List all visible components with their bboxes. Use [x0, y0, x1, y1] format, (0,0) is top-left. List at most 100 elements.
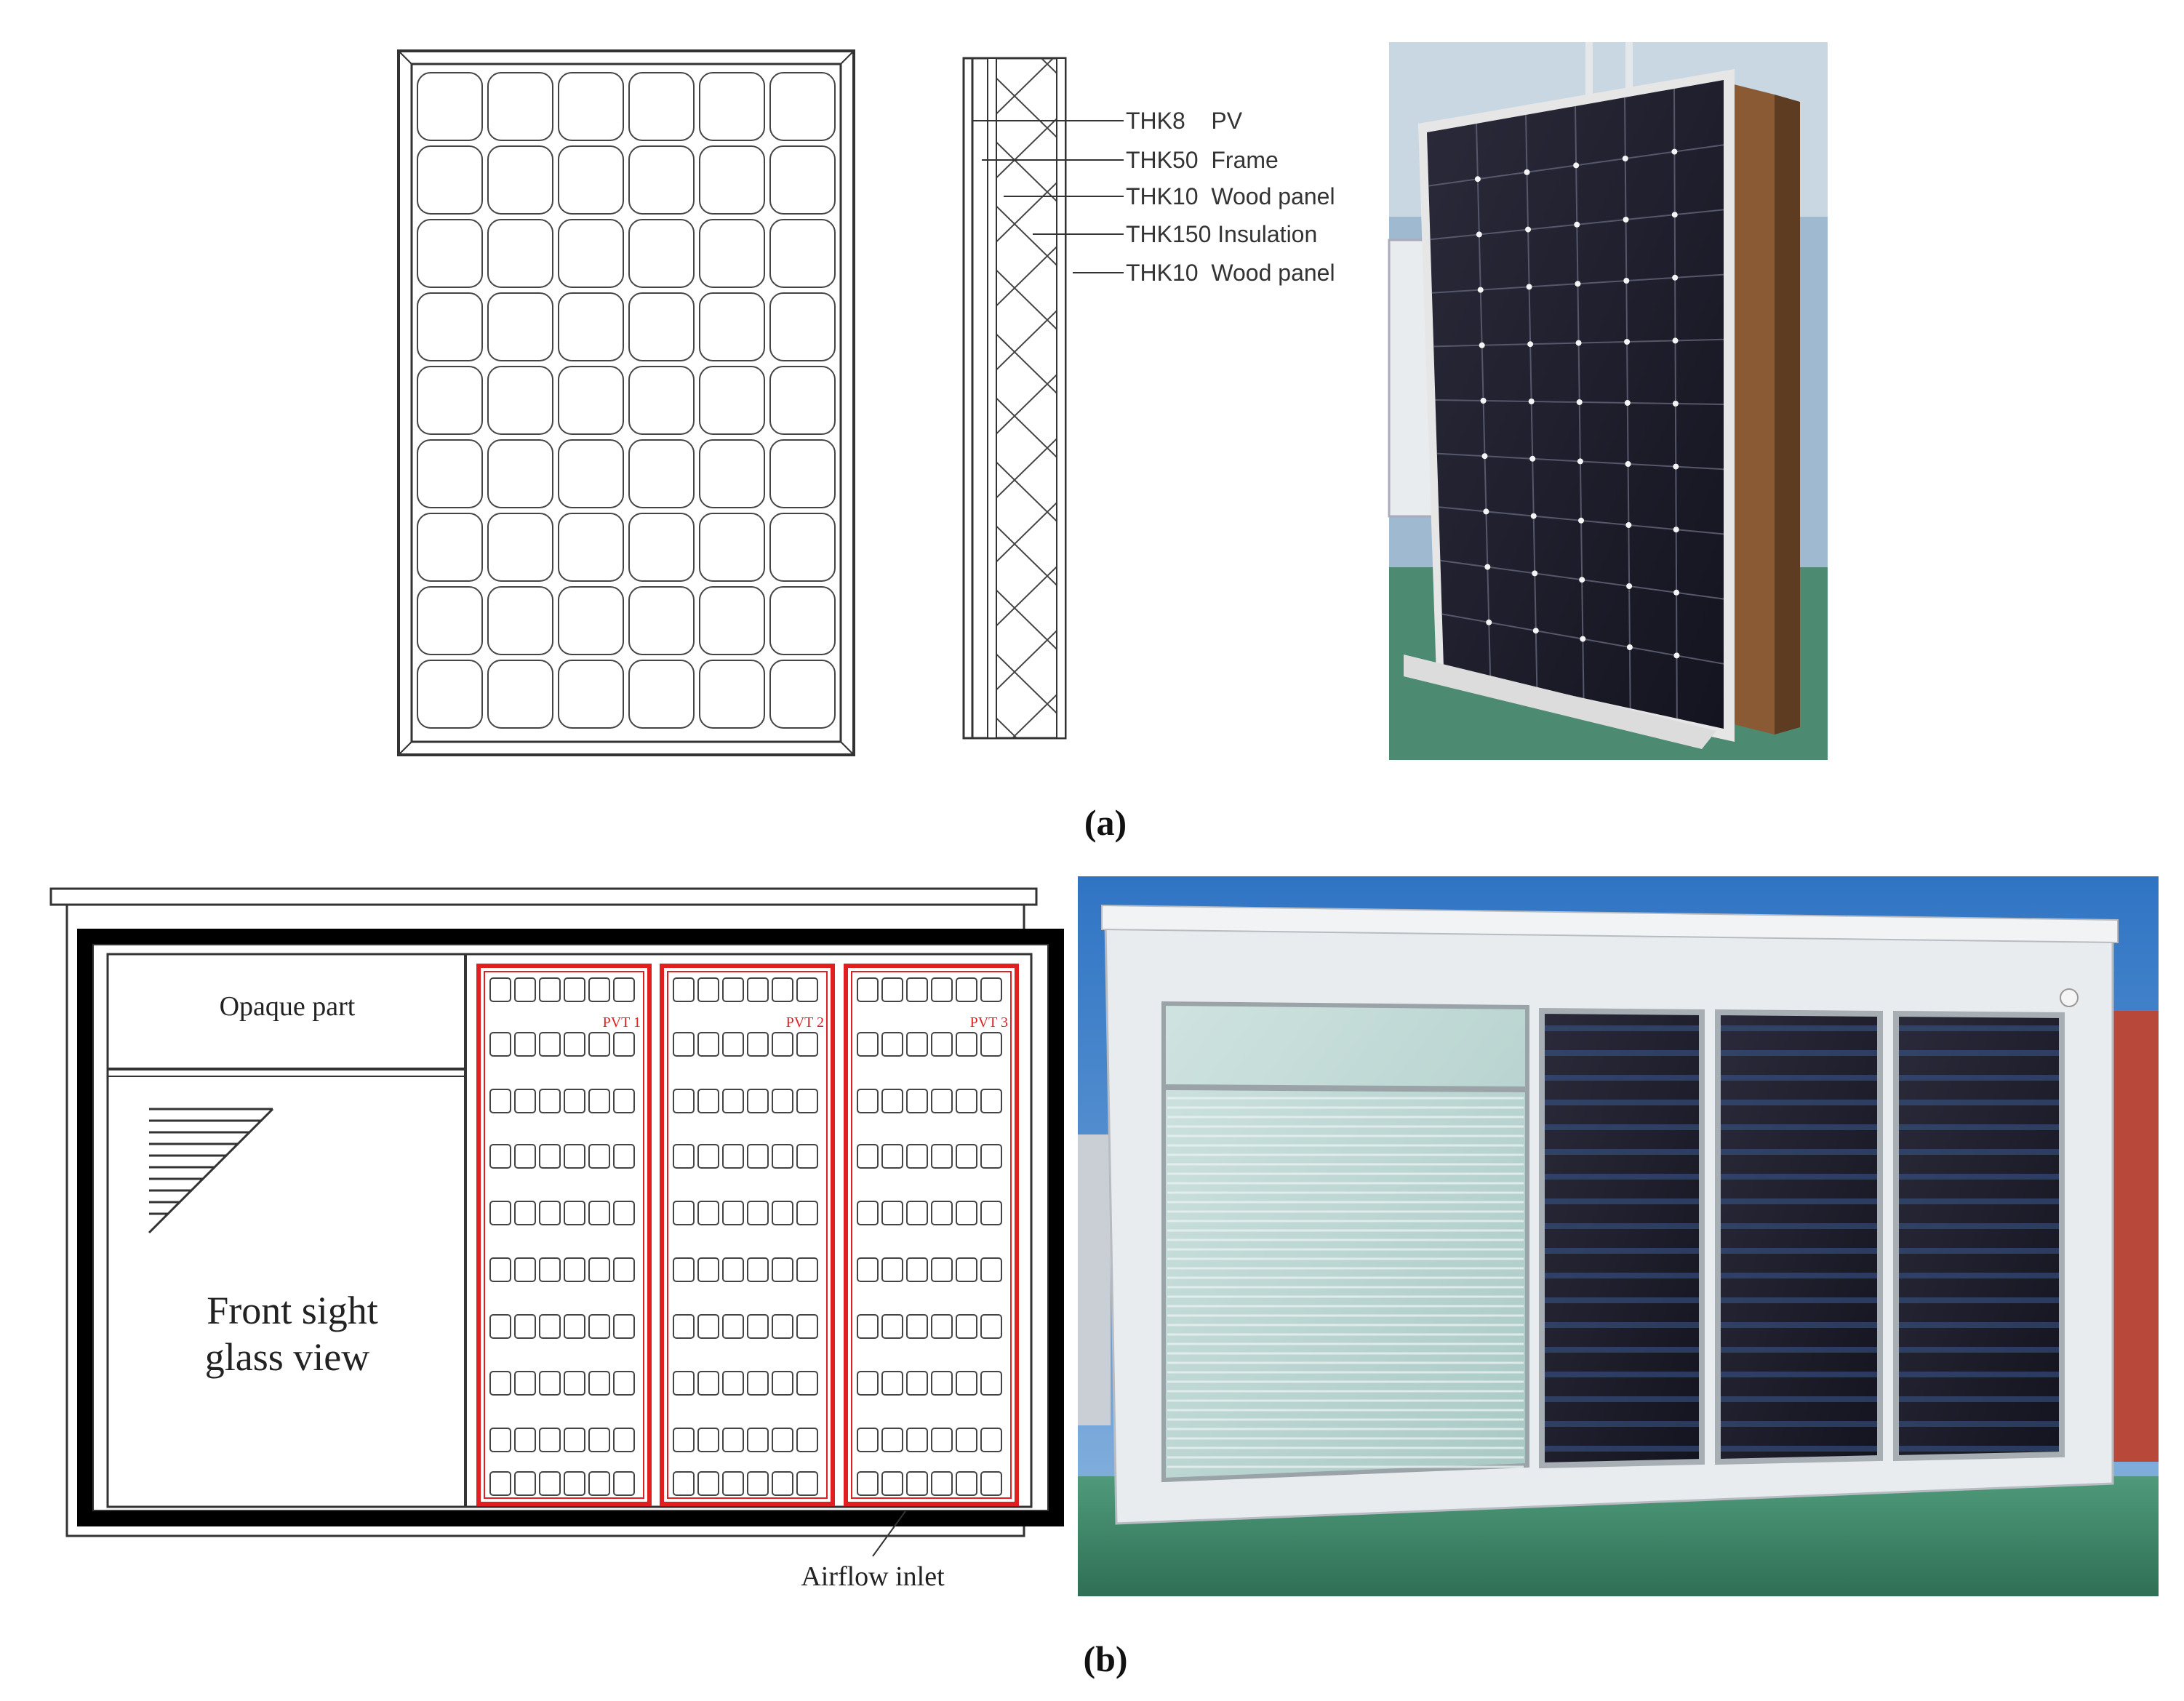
pvt-cell [613, 977, 635, 1002]
pv-cell [628, 219, 695, 288]
wall-section-drawing [962, 57, 1067, 740]
pvt-cell [881, 1471, 903, 1496]
pvt-cell [697, 1144, 719, 1169]
pv-cell [417, 439, 483, 508]
pvt-cell [673, 1314, 695, 1339]
pv-module-drawing [397, 49, 855, 756]
pvt-cell [722, 1257, 744, 1282]
pvt-cell [613, 1089, 635, 1113]
pv-cell [769, 292, 836, 361]
pv-cell [769, 513, 836, 582]
pv-cell [769, 219, 836, 288]
pv-cell [487, 219, 553, 288]
pvt-cell [931, 1471, 953, 1496]
pvt-cell [772, 977, 793, 1002]
pvt-cell [539, 977, 561, 1002]
caption-a: (a) [1084, 802, 1127, 843]
pvt-cell [747, 1257, 769, 1282]
pvt-cell [980, 1089, 1002, 1113]
pvt-cell [613, 1144, 635, 1169]
facade-frame [77, 929, 1064, 1526]
pvt-cell [906, 1371, 928, 1396]
pvt-cell [489, 1371, 511, 1396]
pv-cell [417, 219, 483, 288]
pvt-cell [564, 1201, 585, 1225]
pv-cell [769, 586, 836, 655]
pvt-cell [772, 1201, 793, 1225]
pv-cell [558, 145, 624, 215]
pvt-panel-2 [660, 964, 835, 1506]
pvt-cell [697, 1371, 719, 1396]
pvt-cell [539, 1428, 561, 1452]
pv-cell [699, 292, 765, 361]
pvt-cell [772, 1089, 793, 1113]
pvt-cell [564, 1144, 585, 1169]
pvt-cell [673, 977, 695, 1002]
pvt-cell [931, 1257, 953, 1282]
pvt-cell [796, 1314, 818, 1339]
pvt-cell [772, 1257, 793, 1282]
pvt-cell [857, 1144, 879, 1169]
pv-cell [628, 145, 695, 215]
pv-cell [417, 145, 483, 215]
pvt-cell [796, 1201, 818, 1225]
pvt-cell [673, 1257, 695, 1282]
pv-cell [699, 72, 765, 141]
pvt-cell [697, 1257, 719, 1282]
pv-module-photo [1388, 42, 1828, 760]
pvt-cell [697, 1201, 719, 1225]
pvt-label-2: PVT 2 [786, 1014, 824, 1030]
pvt-cell [747, 1428, 769, 1452]
pvt-cell [489, 1144, 511, 1169]
pv-cell [417, 513, 483, 582]
pvt-cell [514, 1089, 536, 1113]
insulation-layer [996, 57, 1057, 739]
pvt-cell [881, 1032, 903, 1057]
caption-b: (b) [1083, 1638, 1127, 1679]
pvt-cell [956, 1144, 977, 1169]
pvt-cell [857, 977, 879, 1002]
pvt-cell [514, 1032, 536, 1057]
pvt-cell [931, 1314, 953, 1339]
pvt-cell [796, 1089, 818, 1113]
pvt-cell [980, 1201, 1002, 1225]
pvt-cell [906, 1201, 928, 1225]
pvt-cell [722, 1089, 744, 1113]
pvt-cell [489, 1032, 511, 1057]
pv-cell [769, 145, 836, 215]
pv-cell [769, 660, 836, 729]
pvt-cell [539, 1032, 561, 1057]
pv-cell [487, 145, 553, 215]
pv-cell [558, 292, 624, 361]
pv-cell [699, 219, 765, 288]
pvt-cell [956, 1257, 977, 1282]
pv-cell [699, 513, 765, 582]
pv-cell [769, 72, 836, 141]
pvt-cell [857, 1032, 879, 1057]
pvt-cell [980, 1314, 1002, 1339]
pv-cell [699, 660, 765, 729]
pvt-cell [514, 1314, 536, 1339]
pv-cell [628, 513, 695, 582]
pvt-cell [747, 1201, 769, 1225]
pv-cell [487, 366, 553, 435]
pvt-cell [906, 1428, 928, 1452]
pvt-cell [722, 1032, 744, 1057]
pvt-cell [980, 1471, 1002, 1496]
pvt-cell [747, 1471, 769, 1496]
pvt-cell [514, 1257, 536, 1282]
pv-photo-bands [1545, 1025, 2059, 1452]
pvt-cell [489, 1471, 511, 1496]
opaque-part-label: Opaque part [220, 991, 356, 1022]
airflow-inlet-label: Airflow inlet [801, 1561, 945, 1592]
pvt-cell [931, 1144, 953, 1169]
pvt-cell [564, 1371, 585, 1396]
pvt-cell [747, 977, 769, 1002]
glass-hatch [148, 1108, 274, 1234]
pv-cell [487, 586, 553, 655]
pv-cell [487, 439, 553, 508]
pvt-cell [796, 1371, 818, 1396]
pv-cell [699, 586, 765, 655]
pvt-cell [588, 1144, 610, 1169]
